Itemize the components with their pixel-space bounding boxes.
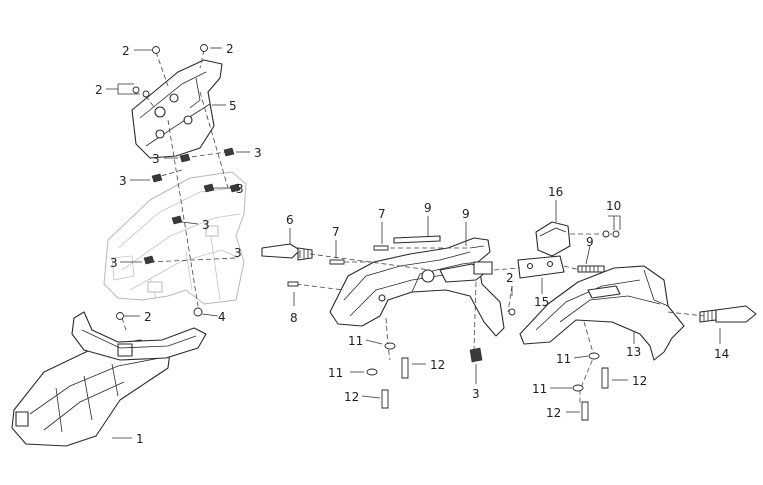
callout-14: 14 bbox=[714, 347, 729, 361]
part-16-block bbox=[535, 221, 571, 257]
callout-15: 15 bbox=[534, 295, 549, 309]
callout-12: 12 bbox=[430, 358, 445, 372]
part-9-rod bbox=[393, 235, 605, 273]
leader-lines bbox=[106, 47, 721, 439]
part-8-main-frame bbox=[329, 237, 505, 337]
callout-13: 13 bbox=[626, 345, 641, 359]
callout-11: 11 bbox=[556, 352, 571, 366]
callout-16: 16 bbox=[548, 185, 563, 199]
callout-2: 2 bbox=[122, 44, 130, 58]
callout-3: 3 bbox=[202, 218, 210, 232]
ghost-rear-frame bbox=[103, 171, 247, 305]
callout-3: 3 bbox=[234, 246, 242, 260]
callout-8: 9 bbox=[462, 207, 470, 221]
callout-3: 3 bbox=[236, 182, 244, 196]
part-5-upper-bracket bbox=[131, 59, 223, 159]
fasteners bbox=[116, 44, 620, 421]
callout-11: 11 bbox=[348, 334, 363, 348]
part-6-left-lamp bbox=[261, 243, 313, 261]
callout-12: 12 bbox=[344, 390, 359, 404]
callout-3: 3 bbox=[110, 256, 118, 270]
callout-12: 12 bbox=[546, 406, 561, 420]
callout-11: 11 bbox=[328, 366, 343, 380]
callout-1: 1 bbox=[136, 432, 144, 446]
callout-2: 2 bbox=[506, 271, 514, 285]
callout-9: 9 bbox=[424, 201, 432, 215]
callout-7: 7 bbox=[378, 207, 386, 221]
part-1-mudguard bbox=[11, 311, 207, 447]
assembly-lines bbox=[121, 49, 705, 406]
callout-3: 3 bbox=[254, 146, 262, 160]
callout-3: 3 bbox=[119, 174, 127, 188]
callout-2: 2 bbox=[226, 42, 234, 56]
callout-11: 11 bbox=[532, 382, 547, 396]
part-15-plate bbox=[517, 255, 565, 279]
callout-12: 12 bbox=[632, 374, 647, 388]
callout-7: 7 bbox=[332, 225, 340, 239]
callout-4: 4 bbox=[218, 310, 226, 324]
callout-labels: 2 2 2 5 3 3 3 3 3 3 4 2 1 6 7 7 8 9 9 16… bbox=[95, 42, 729, 446]
callout-3: 3 bbox=[472, 387, 480, 401]
callout-7: 8 bbox=[290, 311, 298, 325]
callout-9: 9 bbox=[586, 235, 594, 249]
part-13-rear-fender bbox=[519, 265, 685, 361]
callout-10: 10 bbox=[606, 199, 621, 213]
callout-2: 2 bbox=[144, 310, 152, 324]
callout-3: 3 bbox=[152, 152, 160, 166]
part-14-right-lamp bbox=[699, 305, 757, 323]
callout-2: 2 bbox=[95, 83, 103, 97]
callout-6: 6 bbox=[286, 213, 294, 227]
callout-5: 5 bbox=[229, 99, 237, 113]
